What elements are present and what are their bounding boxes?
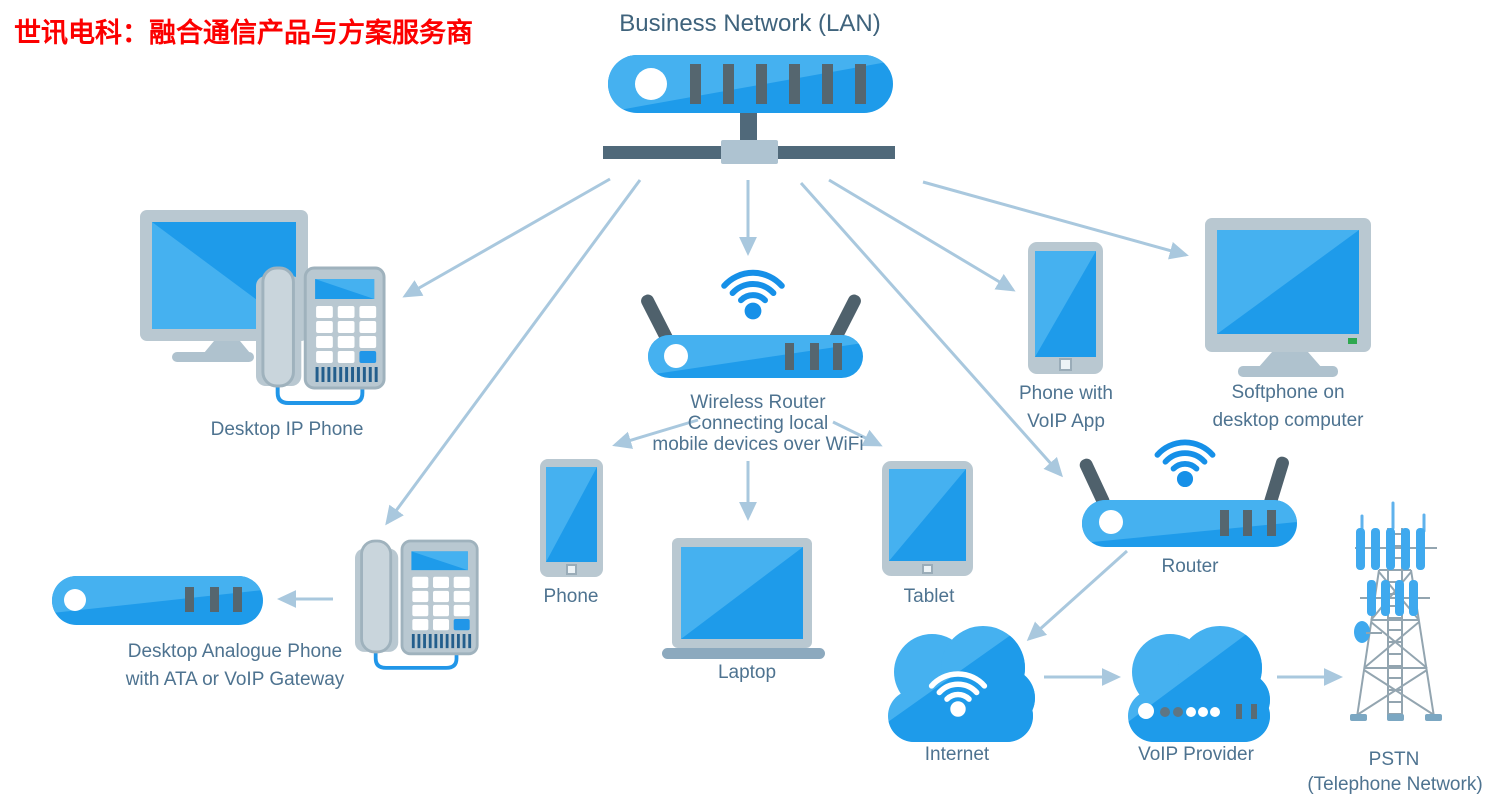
softphone-computer-icon (1205, 218, 1371, 377)
wifi-icon (724, 273, 782, 320)
switch-port-bars (690, 64, 866, 104)
phone-icon (540, 459, 603, 577)
diagram-title: Business Network (LAN) (619, 10, 880, 37)
lan-switch-icon (603, 55, 895, 164)
arrow-switch-to-router (799, 182, 1063, 478)
arrow-switch-to-softphone (922, 180, 1189, 260)
analogue-phone-label-1: Desktop Analogue Phone (128, 641, 342, 662)
pstn-label-1: PSTN (1369, 749, 1420, 770)
watermark-text: 世讯电科：融合通信产品与方案服务商 (14, 17, 473, 48)
internet-cloud-icon (888, 626, 1035, 742)
laptop-icon (662, 538, 825, 659)
voip-provider-label: VoIP Provider (1138, 744, 1255, 765)
wifi-icon (1157, 442, 1212, 487)
analogue-phone-icon (353, 539, 480, 670)
voip-app-phone-label-1: Phone with (1019, 383, 1113, 404)
ata-gateway-icon (52, 576, 263, 625)
wireless-router-icon (641, 273, 863, 378)
laptop-label: Laptop (718, 662, 776, 683)
pstn-tower-icon (1350, 501, 1442, 721)
phone-label: Phone (544, 586, 599, 607)
voip-app-phone-label-2: VoIP App (1027, 411, 1105, 432)
router-label: Router (1161, 556, 1219, 577)
arrow-switch-to-ip-phone (402, 177, 611, 298)
wireless-router-label-1: Wireless Router (690, 392, 826, 413)
arrow-router-to-internet (1026, 549, 1129, 642)
tablet-label: Tablet (904, 586, 955, 607)
softphone-label-2: desktop computer (1212, 410, 1364, 431)
arrow-wifi-to-tablet (832, 420, 883, 447)
internet-label: Internet (925, 744, 990, 765)
wireless-router-label-3: mobile devices over WiFi (652, 434, 863, 455)
wireless-router-label-2: Connecting local (688, 413, 828, 434)
softphone-label-1: Softphone on (1231, 382, 1344, 403)
router-icon (1079, 442, 1297, 547)
desktop-ip-phone-icon (140, 210, 387, 405)
voip-provider-cloud-icon (1128, 626, 1270, 742)
server-dots (1138, 703, 1257, 719)
arrow-wifi-to-phone (612, 418, 699, 449)
voip-app-phone-icon (1028, 242, 1103, 374)
connection-arrows (277, 177, 1343, 686)
power-led (1348, 338, 1357, 344)
arrow-switch-to-analogue-phone (385, 179, 642, 526)
analogue-phone-label-2: with ATA or VoIP Gateway (125, 669, 345, 690)
desktop-ip-phone-label: Desktop IP Phone (211, 419, 364, 440)
pstn-label-2: (Telephone Network) (1307, 774, 1482, 795)
arrow-switch-to-voip-phone (828, 178, 1016, 292)
tablet-icon (882, 461, 973, 576)
